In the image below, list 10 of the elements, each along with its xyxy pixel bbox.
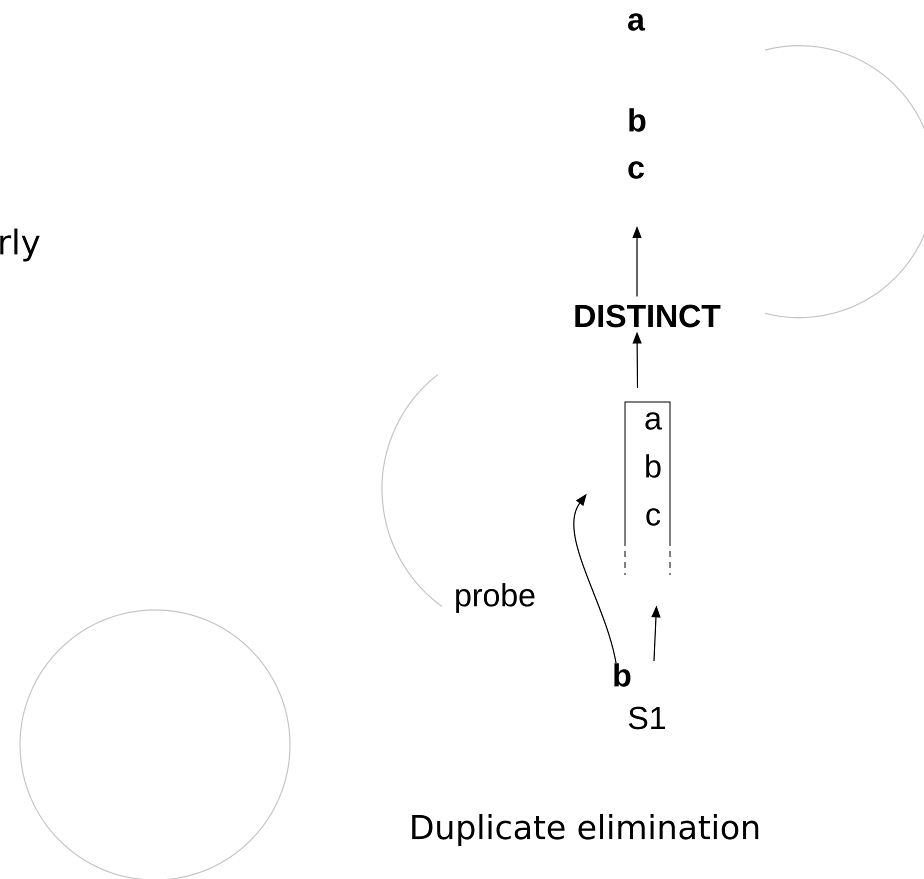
input-tuple: b: [614, 663, 630, 687]
output-letter: b: [629, 108, 646, 132]
caption: Duplicate elimination: [412, 814, 758, 846]
stream-label: S1: [628, 706, 666, 730]
output-letter: c: [628, 161, 644, 179]
operator-label: DISTINCT: [575, 304, 720, 328]
edge-label: probe: [456, 583, 534, 613]
hash-table: a b c: [624, 402, 670, 576]
text-fragment: rly: [0, 228, 40, 262]
output-letter: a: [628, 13, 646, 31]
